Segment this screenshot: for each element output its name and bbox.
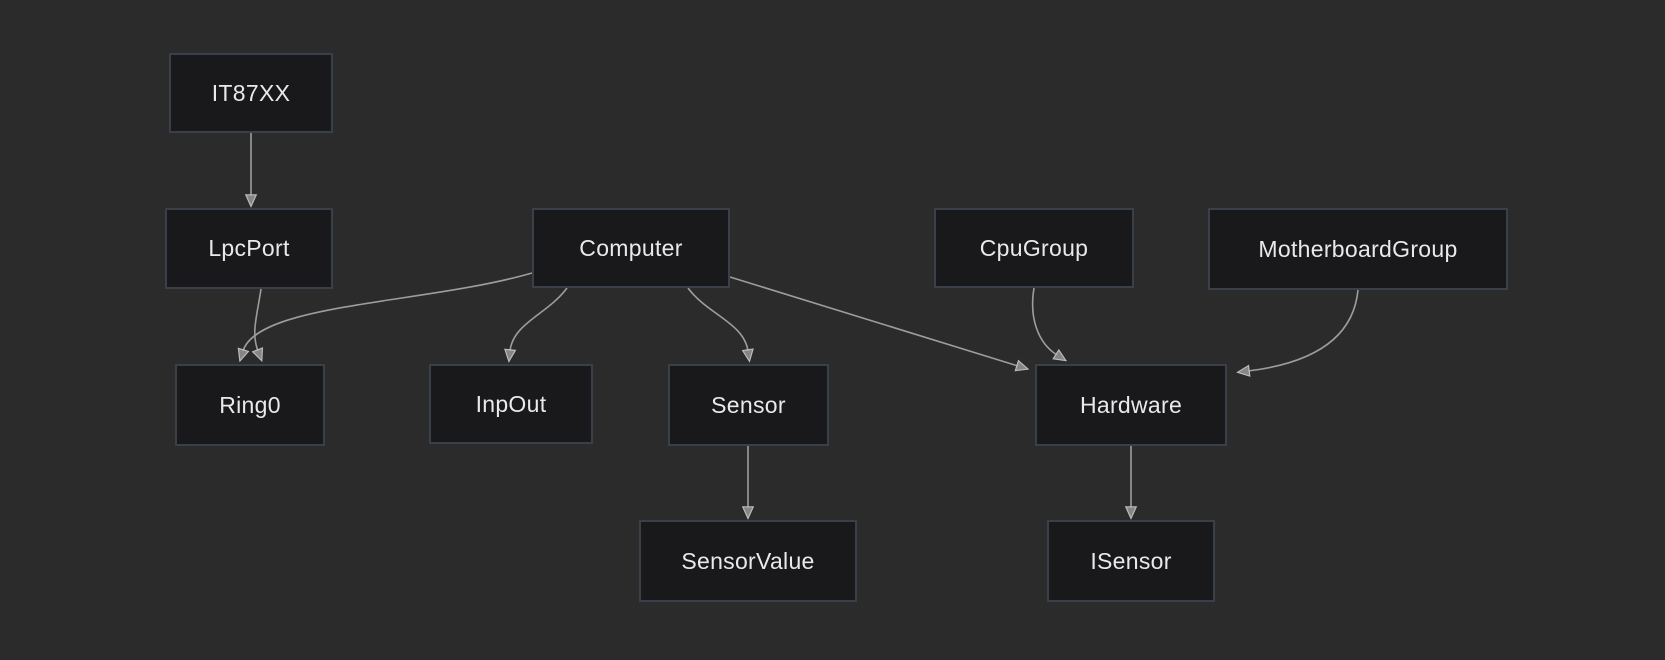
node-label: Hardware xyxy=(1079,391,1183,418)
node-label: IT87XX xyxy=(211,79,291,106)
node-label: Sensor xyxy=(711,391,786,418)
node-label: LpcPort xyxy=(208,235,290,261)
node-inpout[interactable]: InpOut xyxy=(429,364,593,444)
node-it87xx[interactable]: IT87XX xyxy=(169,53,333,133)
node-computer[interactable]: Computer xyxy=(532,208,730,288)
node-label: ISensor xyxy=(1090,547,1172,574)
node-label: MotherboardGroup xyxy=(1258,235,1458,262)
edge-computer-inpout xyxy=(510,287,568,351)
node-label: CpuGroup xyxy=(979,234,1089,261)
node-motherboardgroup[interactable]: MotherboardGroup xyxy=(1208,208,1508,290)
node-ring0[interactable]: Ring0 xyxy=(175,364,325,446)
edge-computer-ring0 xyxy=(243,272,533,351)
edge-computer-hardware xyxy=(729,276,1018,366)
node-lpcport[interactable]: LpcPort xyxy=(165,208,333,289)
node-label: Ring0 xyxy=(219,391,281,418)
node-label: Computer xyxy=(579,234,683,261)
node-sensorvalue[interactable]: SensorValue xyxy=(639,520,857,602)
edge-computer-sensor xyxy=(687,287,748,351)
edge-lpcport-ring0 xyxy=(255,288,261,351)
node-sensor[interactable]: Sensor xyxy=(668,364,829,446)
node-label: SensorValue xyxy=(681,547,815,574)
node-hardware[interactable]: Hardware xyxy=(1035,364,1227,446)
node-isensor[interactable]: ISensor xyxy=(1047,520,1215,602)
edge-motherboardgroup-hardware xyxy=(1248,289,1359,371)
node-cpugroup[interactable]: CpuGroup xyxy=(934,208,1134,288)
node-label: InpOut xyxy=(475,390,547,417)
edge-cpugroup-hardware xyxy=(1031,287,1057,355)
